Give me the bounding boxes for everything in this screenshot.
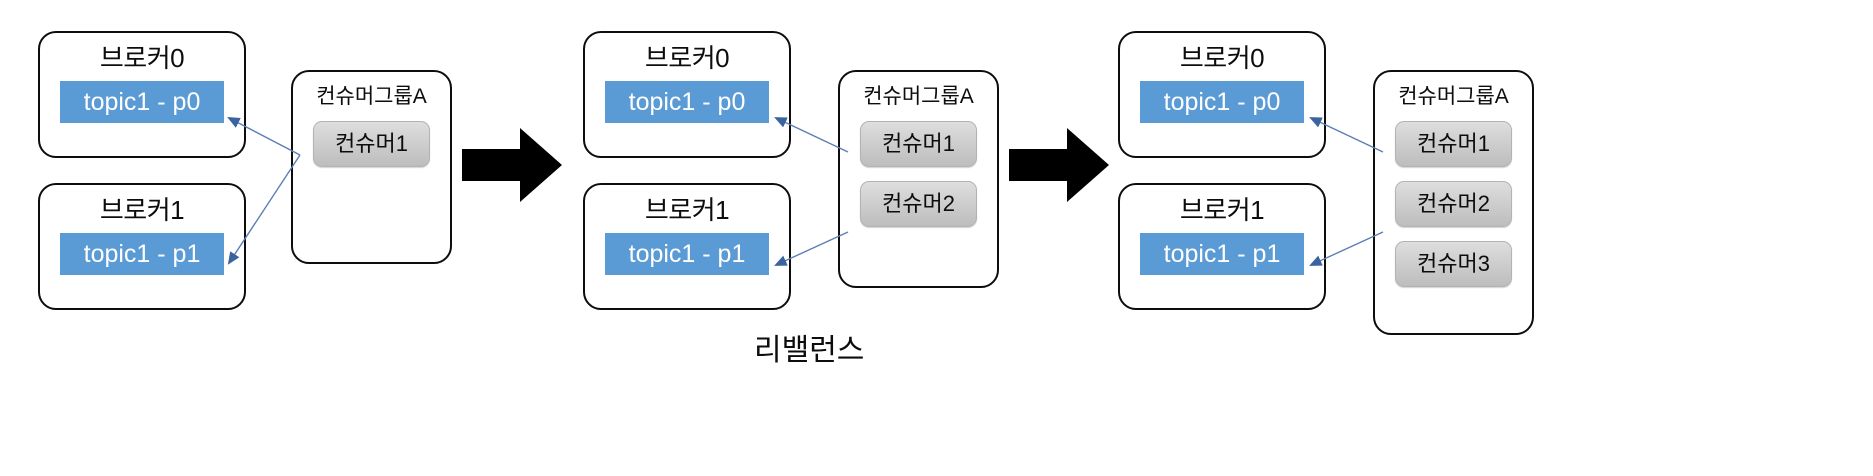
broker-card: 브로커0 topic1 - p0 <box>38 31 246 158</box>
consumer-group-title: 컨슈머그룹A <box>863 85 974 108</box>
broker-title: 브로커0 <box>1179 43 1265 73</box>
partition-label: topic1 - p0 <box>1140 81 1304 123</box>
consumer-group-card: 컨슈머그룹A 컨슈머1 컨슈머2 <box>838 70 999 288</box>
diagram-caption: 리밸런스 <box>754 334 865 367</box>
consumer-group-card: 컨슈머그룹A 컨슈머1 <box>291 70 452 264</box>
broker-title: 브로커0 <box>99 43 185 73</box>
partition-label: topic1 - p1 <box>60 233 224 275</box>
broker-title: 브로커1 <box>1179 195 1265 225</box>
broker-card: 브로커0 topic1 - p0 <box>583 31 791 158</box>
broker-card: 브로커1 topic1 - p1 <box>1118 183 1326 310</box>
partition-label: topic1 - p0 <box>60 81 224 123</box>
consumer-pill[interactable]: 컨슈머3 <box>1395 241 1512 287</box>
broker-title: 브로커1 <box>99 195 185 225</box>
broker-card: 브로커1 topic1 - p1 <box>583 183 791 310</box>
transition-arrow-icon <box>462 128 562 202</box>
consumer-pill[interactable]: 컨슈머1 <box>1395 121 1512 167</box>
consumer-pill[interactable]: 컨슈머2 <box>1395 181 1512 227</box>
transition-arrow-icon <box>1009 128 1109 202</box>
consumer-pill[interactable]: 컨슈머1 <box>860 121 977 167</box>
consumer-group-card: 컨슈머그룹A 컨슈머1 컨슈머2 컨슈머3 <box>1373 70 1534 335</box>
consumer-group-title: 컨슈머그룹A <box>1398 85 1509 108</box>
partition-label: topic1 - p1 <box>605 233 769 275</box>
partition-label: topic1 - p1 <box>1140 233 1304 275</box>
broker-card: 브로커0 topic1 - p0 <box>1118 31 1326 158</box>
consumer-group-title: 컨슈머그룹A <box>316 85 427 108</box>
consumer-pill[interactable]: 컨슈머1 <box>313 121 430 167</box>
consumer-pill[interactable]: 컨슈머2 <box>860 181 977 227</box>
broker-title: 브로커1 <box>644 195 730 225</box>
broker-title: 브로커0 <box>644 43 730 73</box>
broker-card: 브로커1 topic1 - p1 <box>38 183 246 310</box>
partition-label: topic1 - p0 <box>605 81 769 123</box>
